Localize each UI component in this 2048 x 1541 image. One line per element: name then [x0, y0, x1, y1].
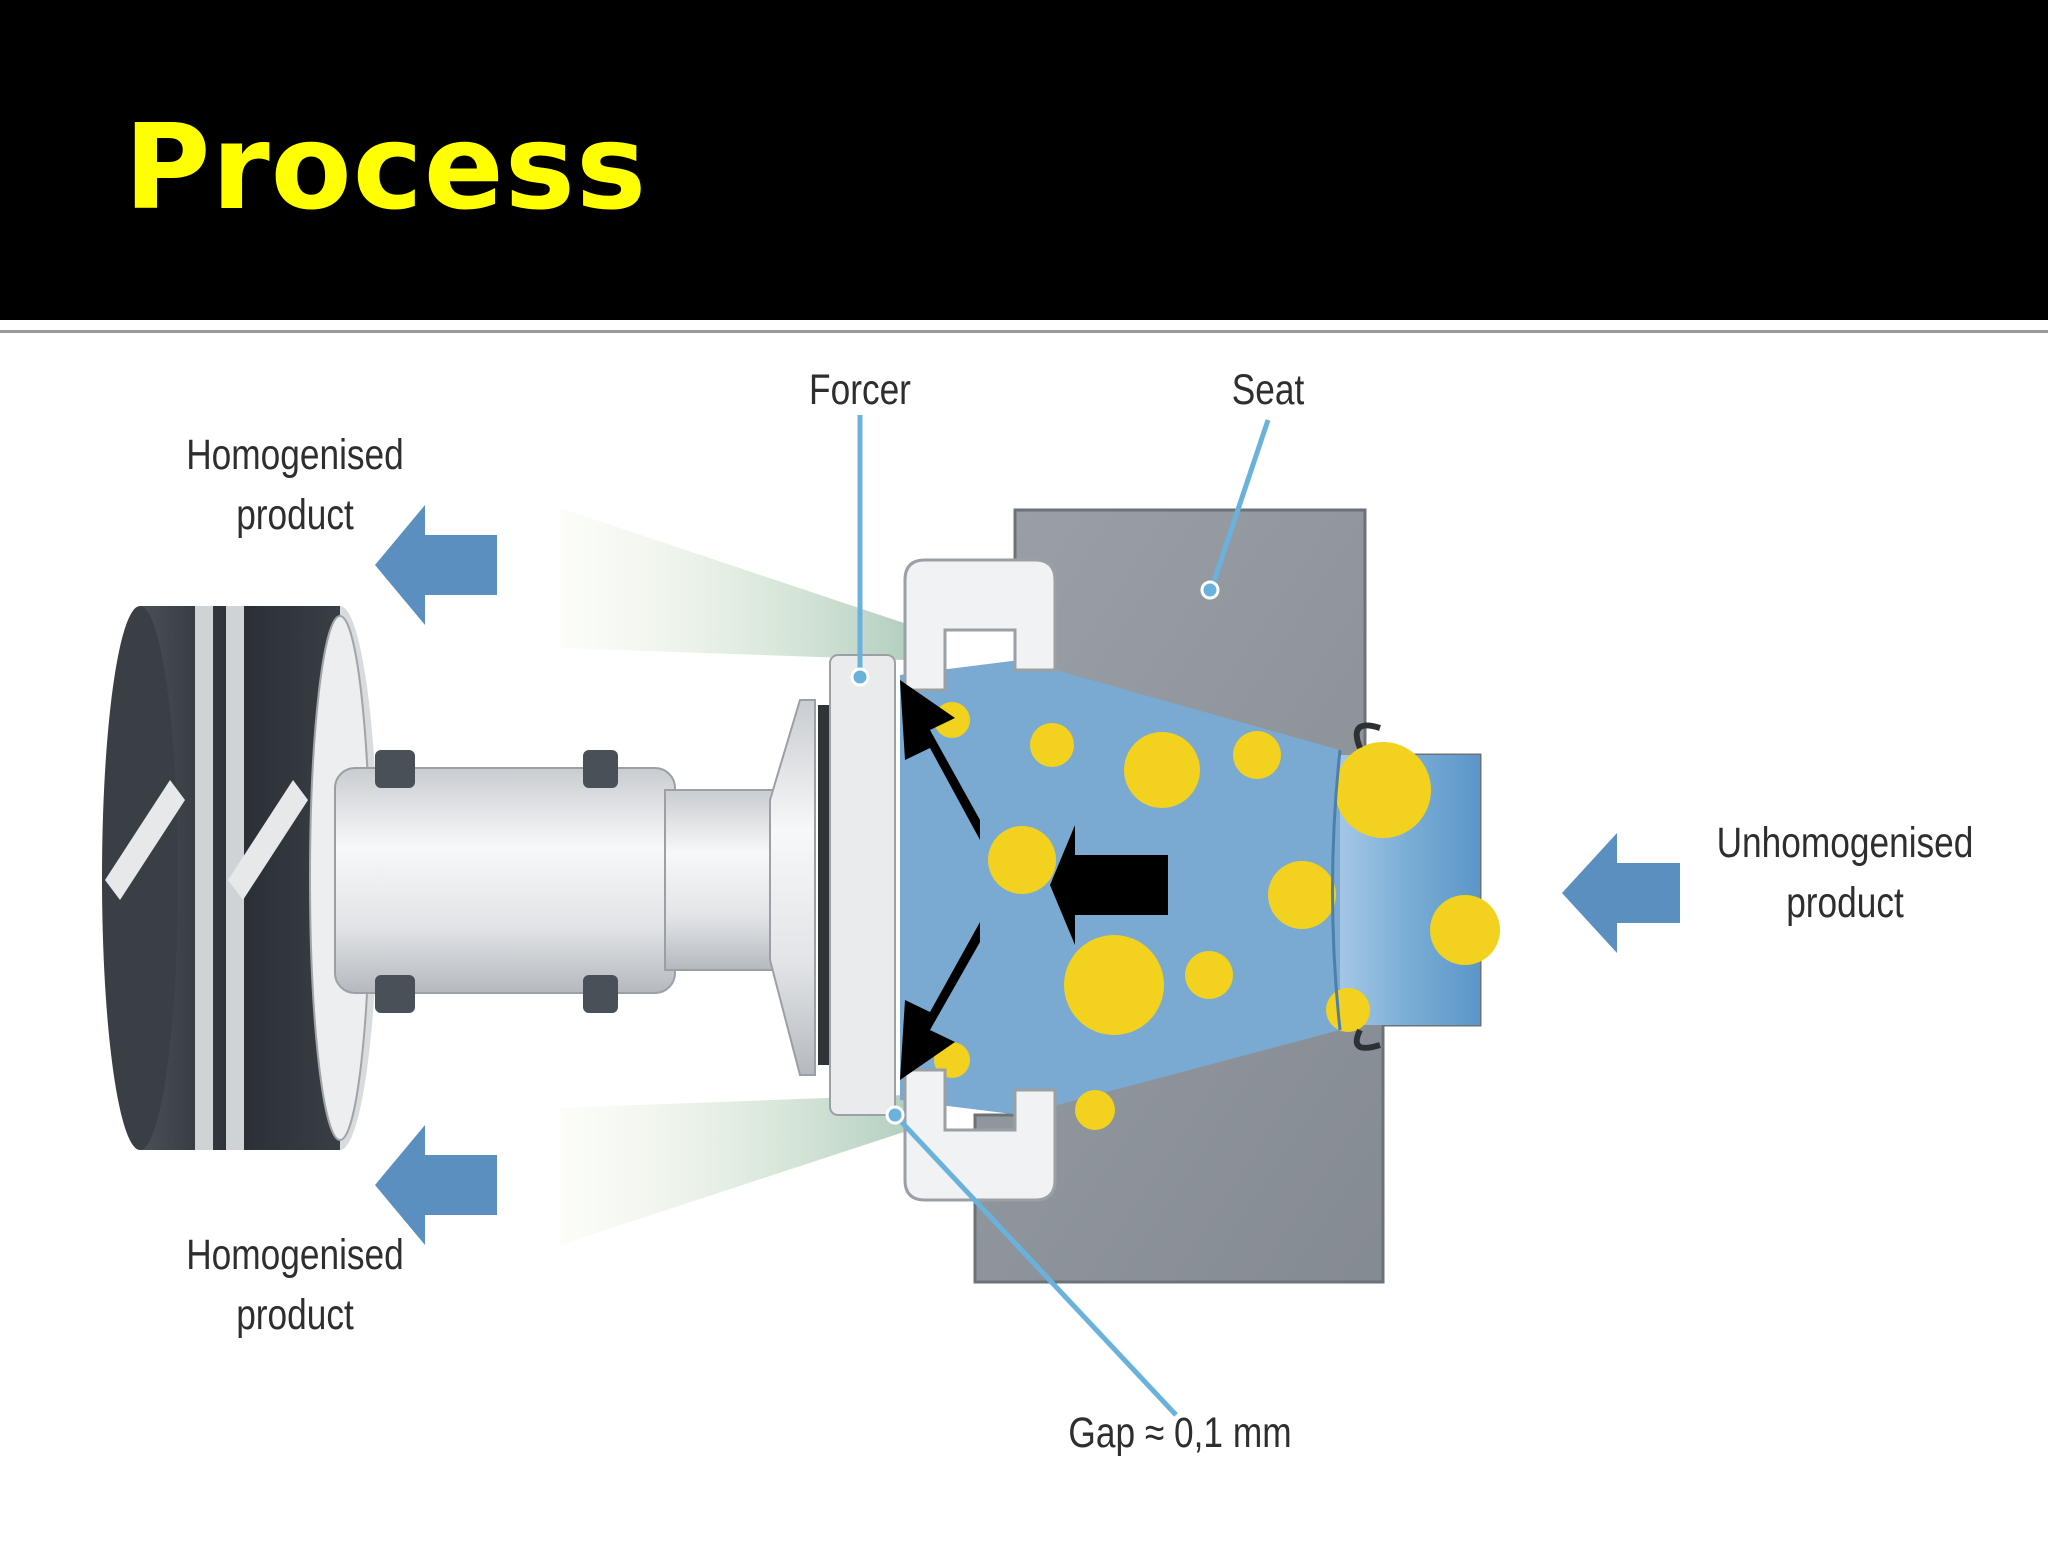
- valve-illustration: [102, 415, 1680, 1417]
- unhomogenised-line2: product: [1786, 879, 1904, 927]
- spray-bottom: [560, 1095, 910, 1245]
- forcer-plate: [829, 654, 896, 1116]
- o-ring-bottom: [1353, 1028, 1381, 1051]
- forcer-text: Forcer: [809, 366, 911, 414]
- piston-shaft: [334, 767, 676, 994]
- seat-bore-edge: [1331, 749, 1342, 1031]
- homogenised-top-line1: Homogenised: [186, 431, 404, 479]
- unhomogenised-line1: Unhomogenised: [1716, 819, 1974, 867]
- spray-top: [560, 508, 910, 660]
- label-unhomogenised: Unhomogenised product: [1697, 813, 1992, 933]
- homogenised-bottom-line2: product: [236, 1291, 354, 1339]
- shaft-neck: [664, 789, 786, 971]
- gap-flow-arrows: [900, 680, 1168, 1080]
- label-gap: Gap ≈ 0,1 mm: [1057, 1403, 1303, 1463]
- fat-globules: [934, 702, 1500, 1130]
- homogenised-arrow-bottom: [375, 1125, 497, 1245]
- title-bar: Process: [0, 0, 2048, 320]
- label-homogenised-top: Homogenised product: [172, 425, 418, 545]
- divider-white: [0, 320, 2048, 326]
- label-homogenised-bottom: Homogenised product: [172, 1225, 418, 1345]
- unhomogenised-arrow: [1562, 833, 1680, 953]
- homogenised-bottom-line1: Homogenised: [186, 1231, 404, 1279]
- homogenised-top-line2: product: [236, 491, 354, 539]
- divider-grey: [0, 330, 2048, 333]
- impact-ring-top: [903, 558, 1057, 692]
- o-ring-top: [1353, 722, 1381, 750]
- gap-text: Gap ≈ 0,1 mm: [1068, 1409, 1292, 1457]
- valve-head-seal: [818, 705, 830, 1065]
- homogenised-arrow-top: [375, 505, 497, 625]
- label-seat: Seat: [1202, 360, 1333, 420]
- homogeniser-valve-diagram: Forcer Seat Homogenised product Homogeni…: [0, 333, 2048, 1536]
- slide-title: Process: [124, 98, 648, 236]
- shaft-clips: [375, 750, 618, 1013]
- leader-lines: [850, 415, 1271, 1417]
- seat-text: Seat: [1231, 366, 1305, 414]
- label-forcer: Forcer: [794, 360, 925, 420]
- valve-head: [769, 699, 816, 1076]
